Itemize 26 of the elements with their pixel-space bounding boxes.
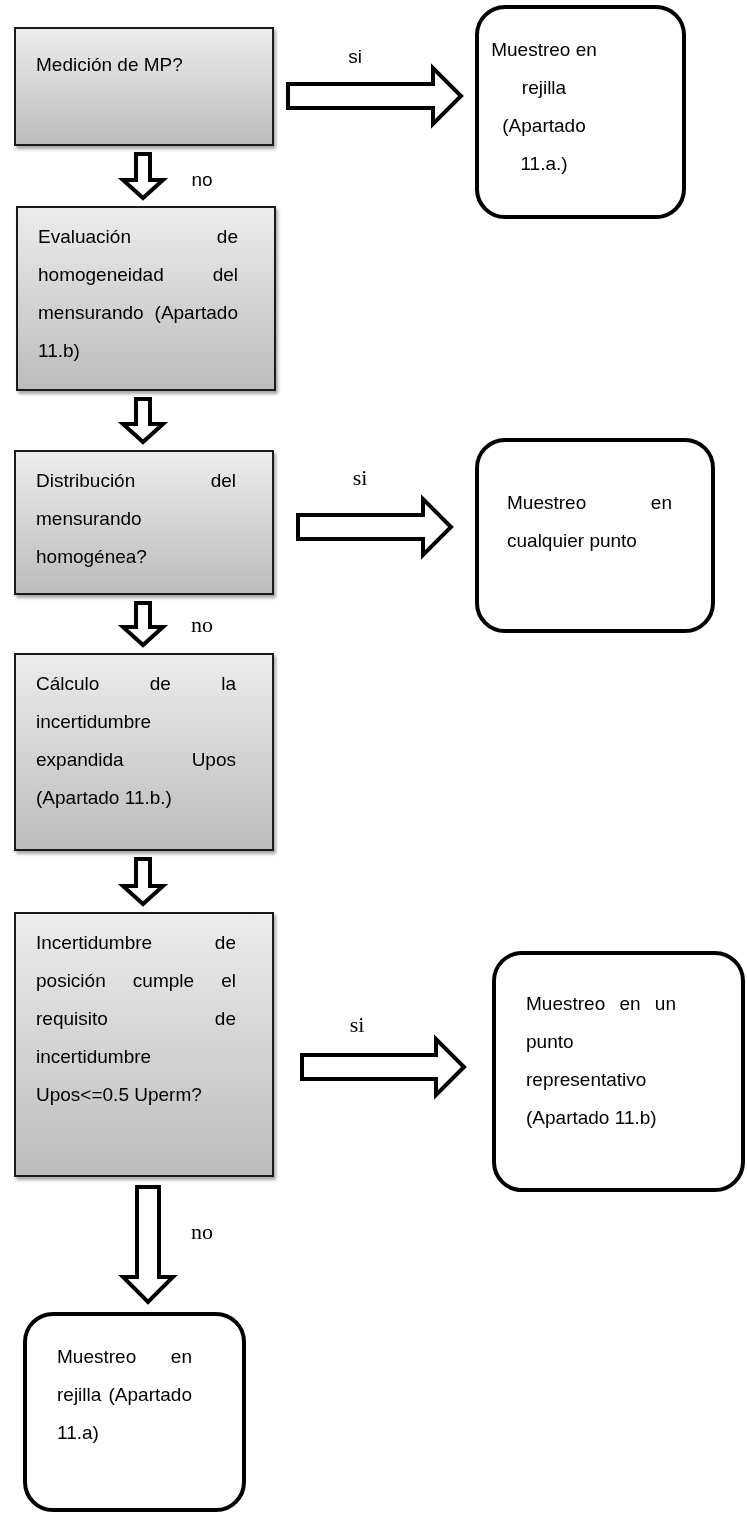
block-arrow [296, 494, 454, 560]
box-text: Incertidumbre de posición cumple el requisito de incertidumbre Upos<=0.5 Uperm? [36, 931, 236, 1107]
box-text: Medición de MP? [36, 53, 184, 77]
block-arrow [300, 1034, 467, 1100]
box-text: Muestreo en un punto representativo (Apartado 11.b) [526, 992, 676, 1130]
process-box [16, 206, 276, 391]
process-box [14, 27, 274, 146]
terminal-box [492, 951, 745, 1192]
box-text: Muestreo en cualquier punto [507, 491, 672, 553]
block-arrow [117, 601, 169, 648]
block-arrow [117, 152, 169, 201]
box-text: Distribución del mensurando homogénea? [36, 469, 236, 569]
process-box [14, 912, 274, 1177]
terminal-box [23, 1312, 246, 1512]
terminal-box [475, 438, 715, 633]
block-arrow [117, 397, 169, 445]
block-arrow [286, 63, 464, 129]
box-text: Evaluación de homogeneidad del mensurando (Apartado 11.b) [38, 225, 238, 363]
process-box [14, 653, 274, 851]
box-text: Muestreo en rejilla (Apartado 11.a.) [490, 38, 598, 176]
box-text: Cálculo de la incertidumbre expandida Upos (Apartado 11.b.) [36, 672, 236, 810]
box-text: Muestreo en rejilla (Apartado 11.a) [57, 1345, 192, 1445]
process-box [14, 450, 274, 595]
block-arrow [118, 1185, 178, 1305]
terminal-box [475, 5, 686, 219]
block-arrow [117, 857, 169, 907]
